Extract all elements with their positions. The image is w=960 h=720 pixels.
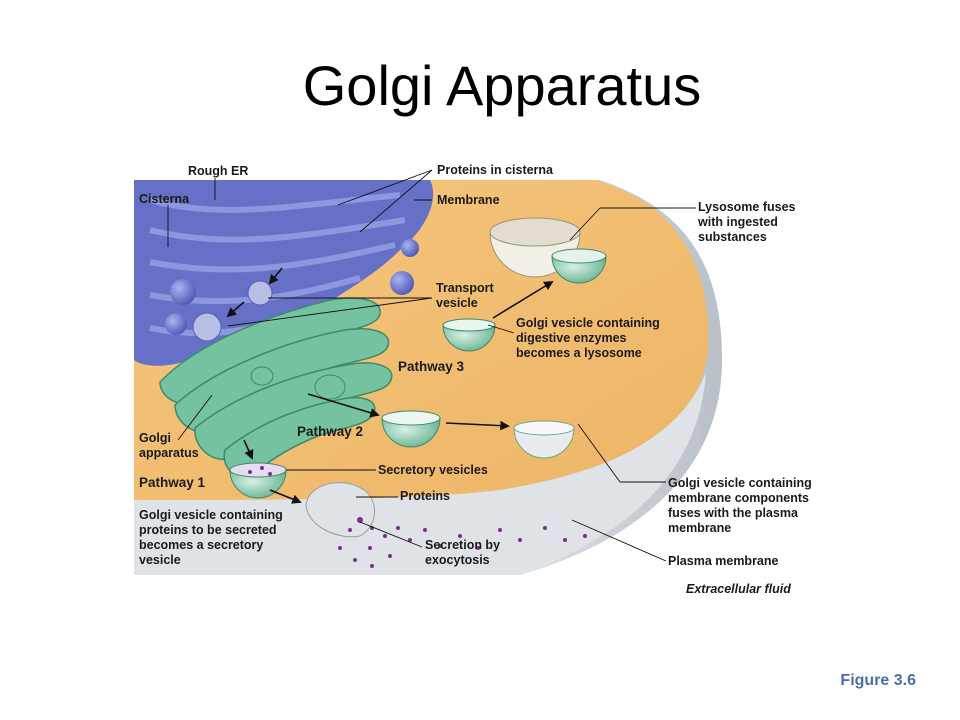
pathway-3-label: Pathway 3 [398, 359, 465, 374]
er-vesicle [390, 271, 414, 295]
er-vesicle [170, 279, 196, 305]
cisterna-label: Cisterna [139, 192, 190, 206]
golgi-vesicle-secreted-label: Golgi vesicle containing proteins to be … [139, 508, 283, 567]
extracellular-fluid-label: Extracellular fluid [686, 582, 791, 596]
proteins-label: Proteins [400, 489, 451, 503]
golgi-apparatus-label: Golgi apparatus [139, 431, 199, 460]
golgi-vesicle-membrane-label: Golgi vesicle containing membrane compon… [668, 476, 812, 535]
pathway-1-label: Pathway 1 [139, 475, 206, 490]
leader-lines [167, 169, 696, 562]
transport-vesicle-shape [192, 312, 222, 342]
rough-er-label: Rough ER [188, 164, 249, 178]
exocytosis-shape [305, 482, 375, 538]
plasma-membrane-label: Plasma membrane [668, 554, 779, 568]
membrane-label: Membrane [437, 193, 500, 207]
secretory-vesicles-label: Secretory vesicles [378, 463, 488, 477]
secretion-label: Secretion by exocytosis [425, 538, 501, 567]
transport-vesicle-label: Transport vesicle [436, 281, 494, 310]
pathway-arrows [226, 267, 554, 504]
transport-vesicle-shape [247, 280, 273, 306]
pathway2-vesicle-shape [381, 410, 441, 448]
golgi-stack-shape [159, 297, 393, 477]
ingested-substance-shape [489, 217, 607, 284]
lysosome-fuses-label: Lysosome fuses with ingested substances [698, 200, 796, 244]
golgi-vesicle-lysosome-label: Golgi vesicle containing digestive enzym… [516, 316, 660, 360]
er-vesicle [165, 313, 187, 335]
slide-title: Golgi Apparatus [302, 54, 702, 117]
figure-reference: Figure 3.6 [840, 672, 916, 689]
er-vesicle [401, 239, 419, 257]
lysosome-vesicle-shape [442, 318, 496, 352]
membrane-fusion-shape [513, 420, 575, 459]
pathway-2-label: Pathway 2 [297, 424, 364, 439]
proteins-in-cisterna-label: Proteins in cisterna [437, 163, 554, 177]
